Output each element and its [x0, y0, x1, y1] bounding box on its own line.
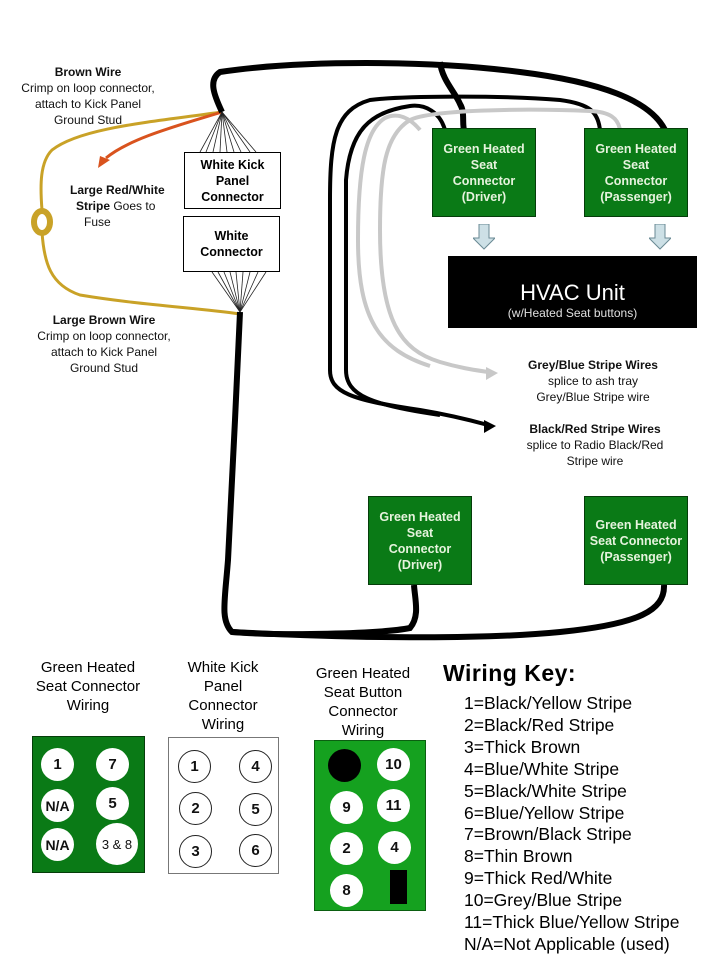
wiring-key-item: 4=Blue/White Stripe — [464, 758, 620, 779]
pin: 9 — [330, 791, 363, 824]
pin: 2 — [330, 832, 363, 865]
note-line: splice to Radio Black/Red — [526, 438, 664, 452]
wiring-key-item: 3=Thick Brown — [464, 736, 581, 757]
wiring-key-item: 7=Brown/Black Stripe — [464, 824, 632, 845]
wiring-key-item: 9=Thick Red/White — [464, 868, 613, 889]
large-brown-title: Large Brown Wire — [52, 313, 156, 327]
red-white-arrowhead — [98, 156, 110, 168]
grey-blue-arrowhead — [486, 367, 498, 380]
brown-wire-title: Brown Wire — [54, 65, 122, 79]
pin: 5 — [239, 793, 272, 826]
note-line: attach to Kick Panel — [34, 97, 142, 111]
brown-wire-lower — [40, 231, 241, 316]
black-red-title: Black/Red Stripe Wires — [529, 422, 661, 436]
wiring-key-item: 10=Grey/Blue Stripe — [464, 890, 623, 911]
kick-panel-pinboard: 1 4 2 5 3 6 — [168, 737, 279, 874]
pin: 7 — [96, 748, 129, 781]
seat-connector-wiring-title: Green Heated Seat Connector Wiring — [35, 659, 141, 714]
wiring-key-item: 8=Thin Brown — [464, 846, 573, 867]
pin: 5 — [96, 787, 129, 820]
black-red-note: Black/Red Stripe Wires splice to Radio B… — [510, 421, 680, 469]
grey-blue-wire-a — [377, 107, 622, 374]
wiring-key-item: 2=Black/Red Stripe — [464, 714, 615, 735]
note-line: Crimp on loop connector, — [37, 329, 171, 343]
green-seat-connector-passenger-bottom: Green Heated Seat Connector (Passenger) — [584, 496, 688, 585]
pin: 3 & 8 — [96, 823, 138, 865]
harness-branch-driver — [437, 61, 467, 131]
green-seat-connector-driver-bottom: Green Heated Seat Connector (Driver) — [368, 496, 472, 585]
main-harness-top — [210, 60, 668, 132]
button-connector-wiring-title: Green Heated Seat Button Connector Wirin… — [315, 665, 411, 739]
pin: 11 — [377, 789, 410, 822]
blank-pin-icon — [328, 749, 361, 782]
white-connector-fan-wires — [211, 271, 267, 313]
black-red-arrowhead — [484, 420, 496, 433]
green-seat-connector-driver-top: Green Heated Seat Connector (Driver) — [432, 128, 536, 217]
hvac-unit: HVAC Unit (w/Heated Seat buttons) — [448, 256, 697, 328]
wiring-key-item: N/A=Not Applicable (used) — [464, 933, 670, 954]
pin: 6 — [239, 834, 272, 867]
wiring-key-list: 1=Black/Yellow Stripe 2=Black/Red Stripe… — [464, 693, 679, 956]
note-line: attach to Kick Panel — [50, 345, 158, 359]
red-white-rest: Goes to — [110, 199, 156, 213]
wiring-key-item: 11=Thick Blue/Yellow Stripe — [464, 912, 680, 933]
pin: N/A — [41, 789, 74, 822]
wiring-key-item: 5=Black/White Stripe — [464, 780, 627, 801]
wiring-key-item: 6=Blue/Yellow Stripe — [464, 802, 625, 823]
red-white-note: Large Red/White Stripe Goes to Fuse — [70, 182, 182, 230]
pin: 4 — [239, 750, 272, 783]
pin: N/A — [41, 828, 74, 861]
down-arrow-icon — [473, 224, 495, 250]
pin: 1 — [178, 750, 211, 783]
pin: 4 — [378, 831, 411, 864]
note-line: Crimp on loop connector, — [21, 81, 155, 95]
pin: 10 — [377, 748, 410, 781]
pin: 2 — [179, 792, 212, 825]
wiring-key-title: Wiring Key: — [443, 660, 577, 686]
pin: 3 — [179, 835, 212, 868]
large-brown-wire-note: Large Brown Wire Crimp on loop connector… — [26, 312, 182, 376]
kick-panel-wiring-title: White Kick Panel Connector Wiring — [187, 659, 259, 733]
red-white-title: Large Red/White — [70, 183, 165, 197]
white-kick-panel-connector: White Kick Panel Connector — [184, 152, 281, 209]
red-white-title-2: Stripe — [76, 199, 111, 213]
hvac-subtitle: (w/Heated Seat buttons) — [507, 306, 638, 320]
white-connector: White Connector — [183, 216, 280, 272]
kick-panel-fan-wires — [199, 111, 257, 153]
brown-wire-upper — [39, 110, 223, 211]
grey-blue-title: Grey/Blue Stripe Wires — [528, 358, 658, 372]
down-arrow-icon — [649, 224, 671, 250]
seat-connector-pinboard: 1 7 N/A 5 N/A 3 & 8 — [32, 736, 145, 873]
pin: 8 — [330, 874, 363, 907]
hvac-title: HVAC Unit — [520, 280, 625, 305]
pin: 1 — [41, 748, 74, 781]
green-seat-connector-passenger-top: Green Heated Seat Connector (Passenger) — [584, 128, 688, 217]
black-red-wire-b — [344, 103, 447, 417]
main-harness-bottom — [231, 584, 668, 641]
red-white-last: Fuse — [84, 215, 111, 229]
grey-blue-wire-b — [355, 113, 431, 368]
note-line: Ground Stud — [69, 361, 139, 375]
button-connector-pinboard: 10 9 11 2 4 8 — [314, 740, 426, 911]
brown-wire-note: Brown Wire Crimp on loop connector, atta… — [12, 64, 164, 128]
blade-terminal-icon — [390, 870, 407, 904]
loop-connector-icon — [31, 208, 53, 236]
note-line: Ground Stud — [53, 113, 123, 127]
main-harness-down — [221, 311, 420, 638]
red-white-wire — [105, 110, 223, 160]
note-line: splice to ash tray — [547, 374, 639, 388]
wiring-key-item: 1=Black/Yellow Stripe — [464, 693, 633, 713]
note-line: Stripe wire — [566, 454, 624, 468]
grey-blue-note: Grey/Blue Stripe Wires splice to ash tra… — [508, 357, 678, 405]
note-line: Grey/Blue Stripe wire — [536, 390, 650, 404]
